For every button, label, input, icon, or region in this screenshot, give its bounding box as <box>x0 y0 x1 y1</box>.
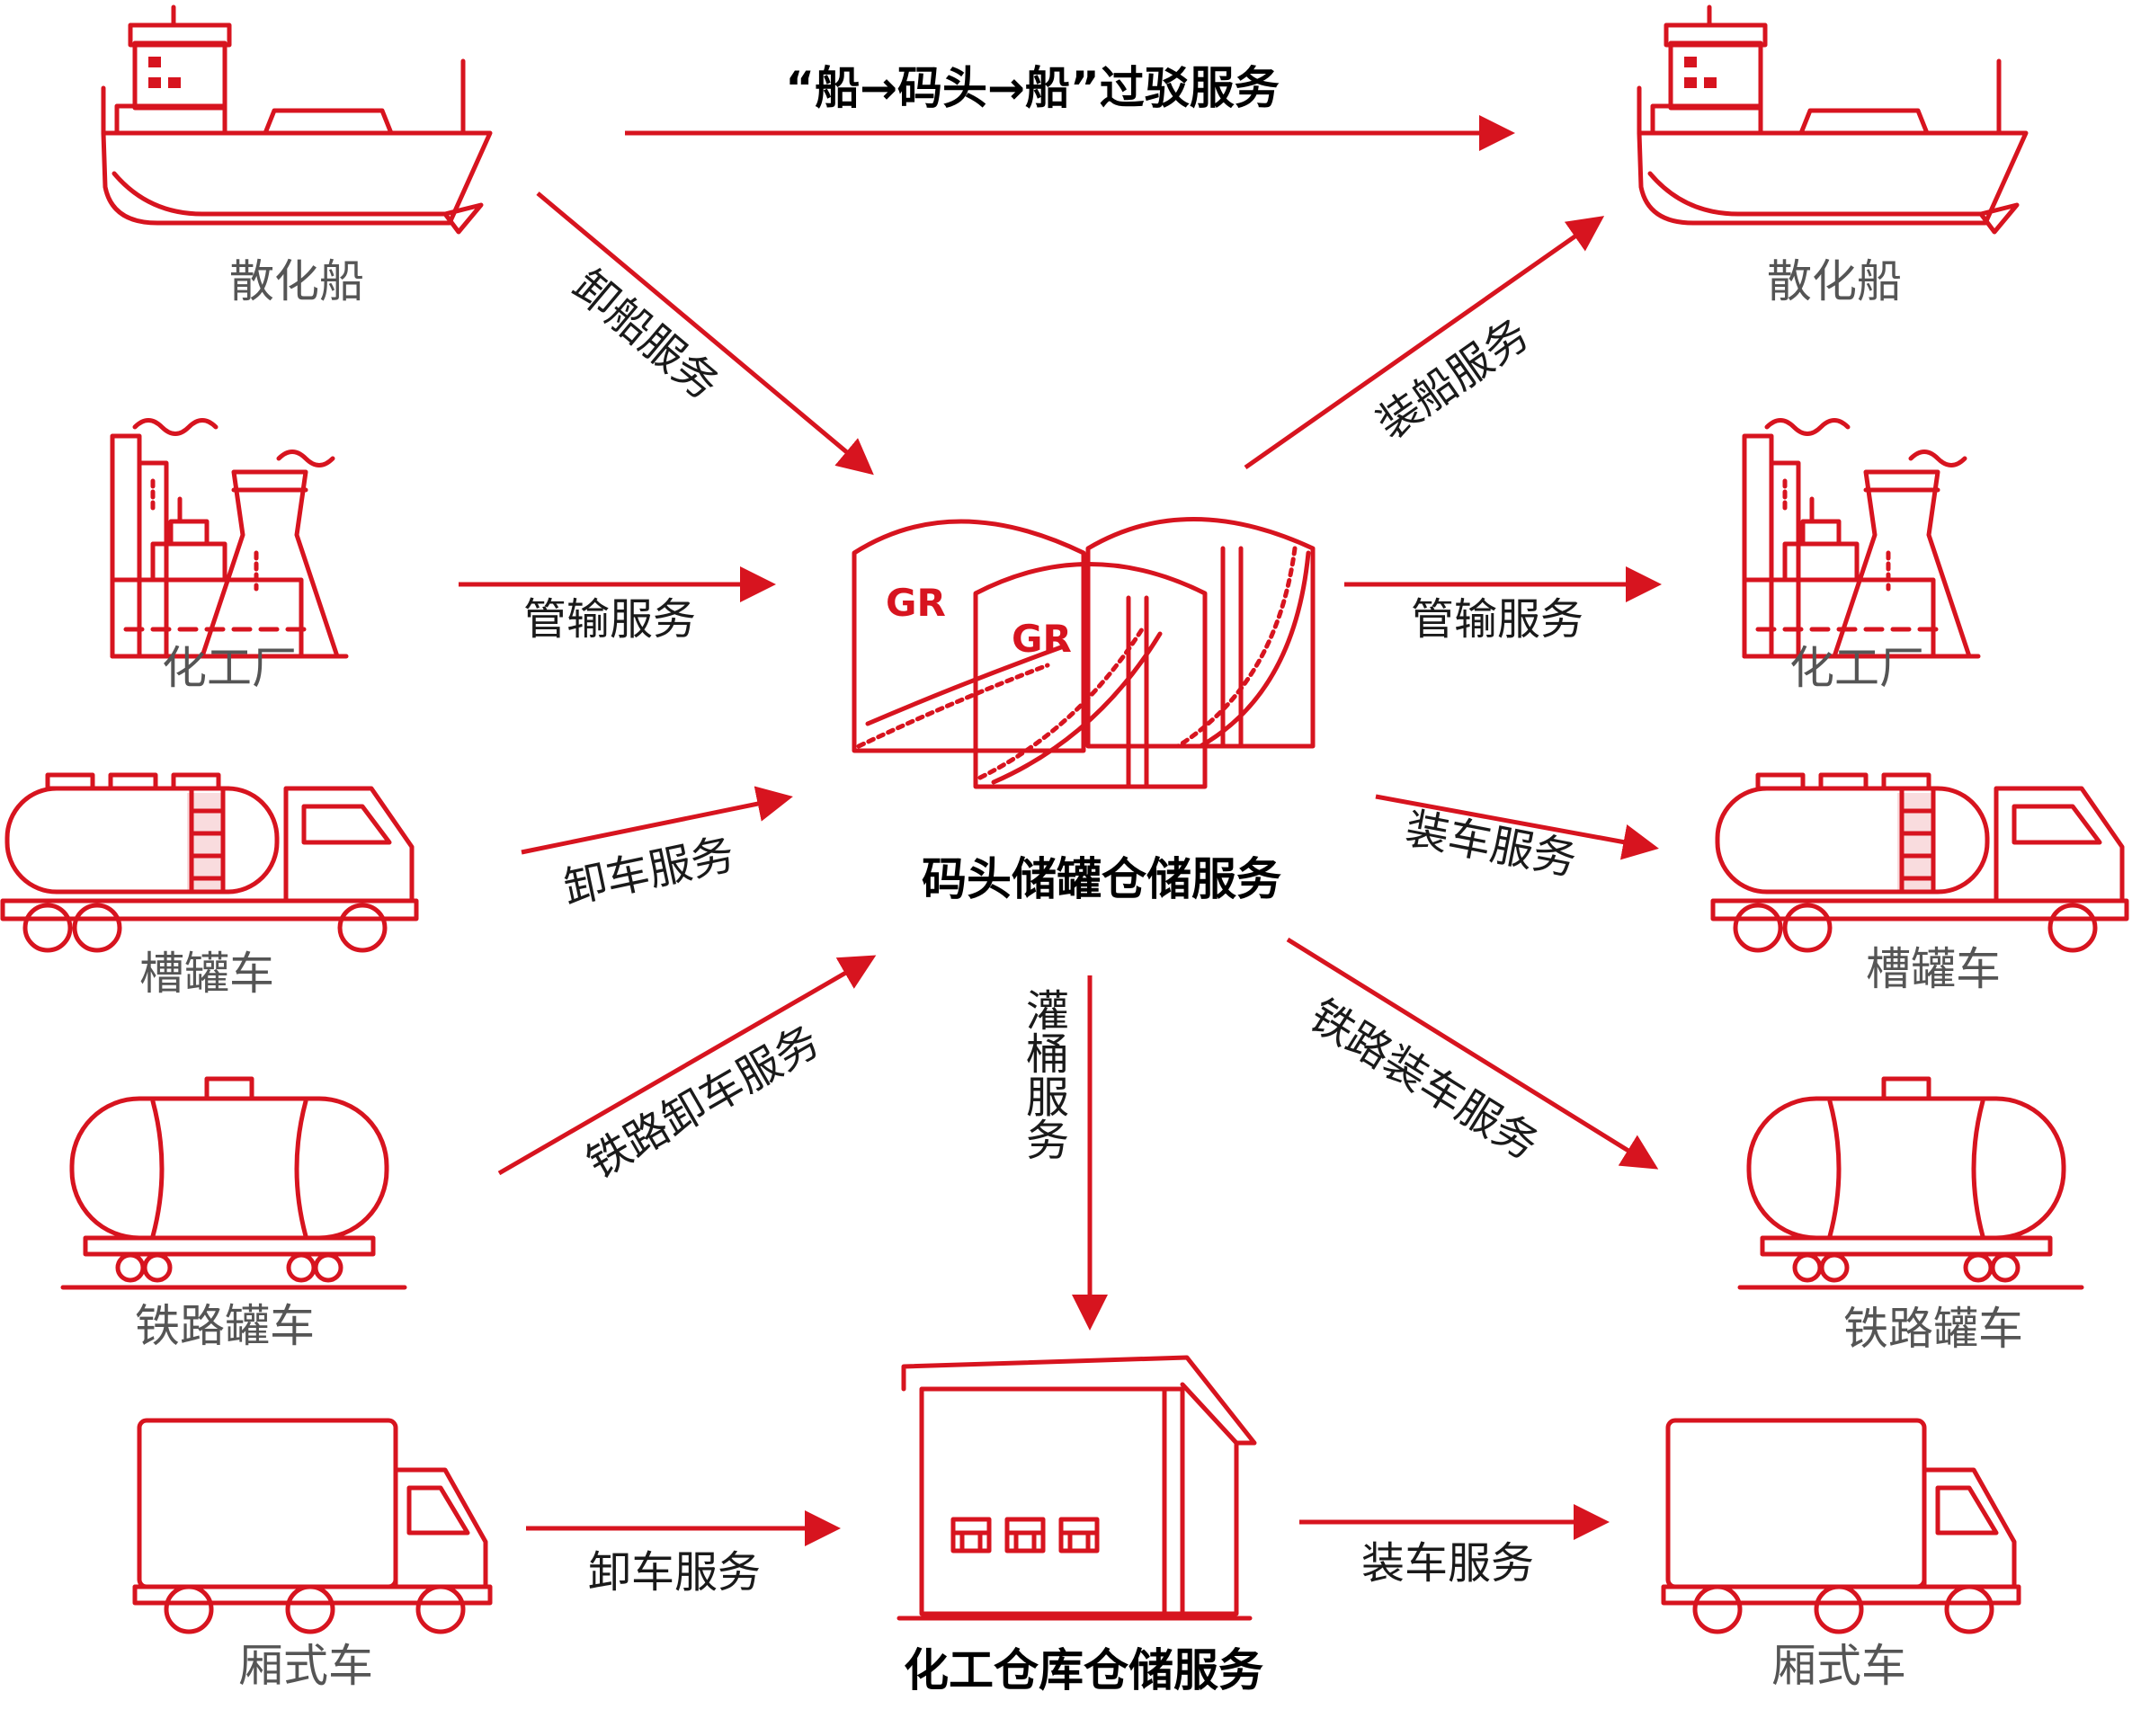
left-box-truck-label: 厢式车 <box>238 1640 373 1692</box>
label-pipeline-out: 管输服务 <box>1411 594 1583 645</box>
right-factory-label: 化工厂 <box>1789 642 1924 694</box>
ship-icon-left <box>103 7 490 232</box>
label-pipeline-in: 管输服务 <box>523 594 696 645</box>
arrow-unload-ship <box>536 191 874 476</box>
arrow-rail-unload <box>497 955 877 1176</box>
box-truck-icon-right <box>1664 1420 2019 1632</box>
label-load-ship: 装船服务 <box>1368 309 1538 450</box>
warehouse-icon <box>897 1355 1257 1621</box>
label-rail-unload: 铁路卸车服务 <box>578 1016 827 1189</box>
logo-text-front: GR <box>1012 617 1072 661</box>
label-drum-filling: 灌桶服务 <box>1018 988 1068 1161</box>
tanker-truck-icon-left <box>3 775 416 950</box>
left-ship-label: 散化船 <box>229 255 364 307</box>
label-warehouse-load: 装车服务 <box>1361 1538 1534 1589</box>
right-ship-label: 散化船 <box>1767 255 1902 307</box>
rail-tank-car-icon-left <box>63 1079 405 1287</box>
tanker-truck-icon-right <box>1713 775 2127 950</box>
left-factory-label: 化工厂 <box>162 642 297 694</box>
storage-tanks-icon: GR GR <box>852 517 1316 789</box>
logo-text-back: GR <box>886 581 946 625</box>
factory-icon-left <box>112 421 346 657</box>
arrow-rail-load <box>1286 937 1659 1170</box>
ship-icon-right <box>1639 7 2026 232</box>
left-rail-label: 铁路罐车 <box>135 1300 315 1352</box>
right-box-truck-label: 厢式车 <box>1771 1640 1906 1692</box>
arrow-load-ship <box>1244 216 1605 470</box>
right-rail-label: 铁路罐车 <box>1843 1303 2023 1355</box>
arrow-load-truck <box>1375 794 1659 860</box>
warehouse-hub-label: 化工仓库仓储服务 <box>904 1644 1263 1696</box>
left-tanker-label: 槽罐车 <box>139 948 274 1000</box>
right-tanker-label: 槽罐车 <box>1866 943 2001 995</box>
label-unload-truck: 卸车服务 <box>559 829 738 914</box>
arrow-unload-truck <box>521 786 793 855</box>
tank-storage-hub-label: 码头储罐仓储服务 <box>922 853 1281 905</box>
label-warehouse-unload: 卸车服务 <box>588 1547 761 1598</box>
label-rail-load: 铁路装车服务 <box>1301 990 1548 1170</box>
factory-icon-right <box>1744 421 1978 657</box>
rail-tank-car-icon-right <box>1740 1079 2082 1287</box>
box-truck-icon-left <box>135 1420 490 1632</box>
label-transshipment: “船→码头→船”过驳服务 <box>785 62 1280 114</box>
